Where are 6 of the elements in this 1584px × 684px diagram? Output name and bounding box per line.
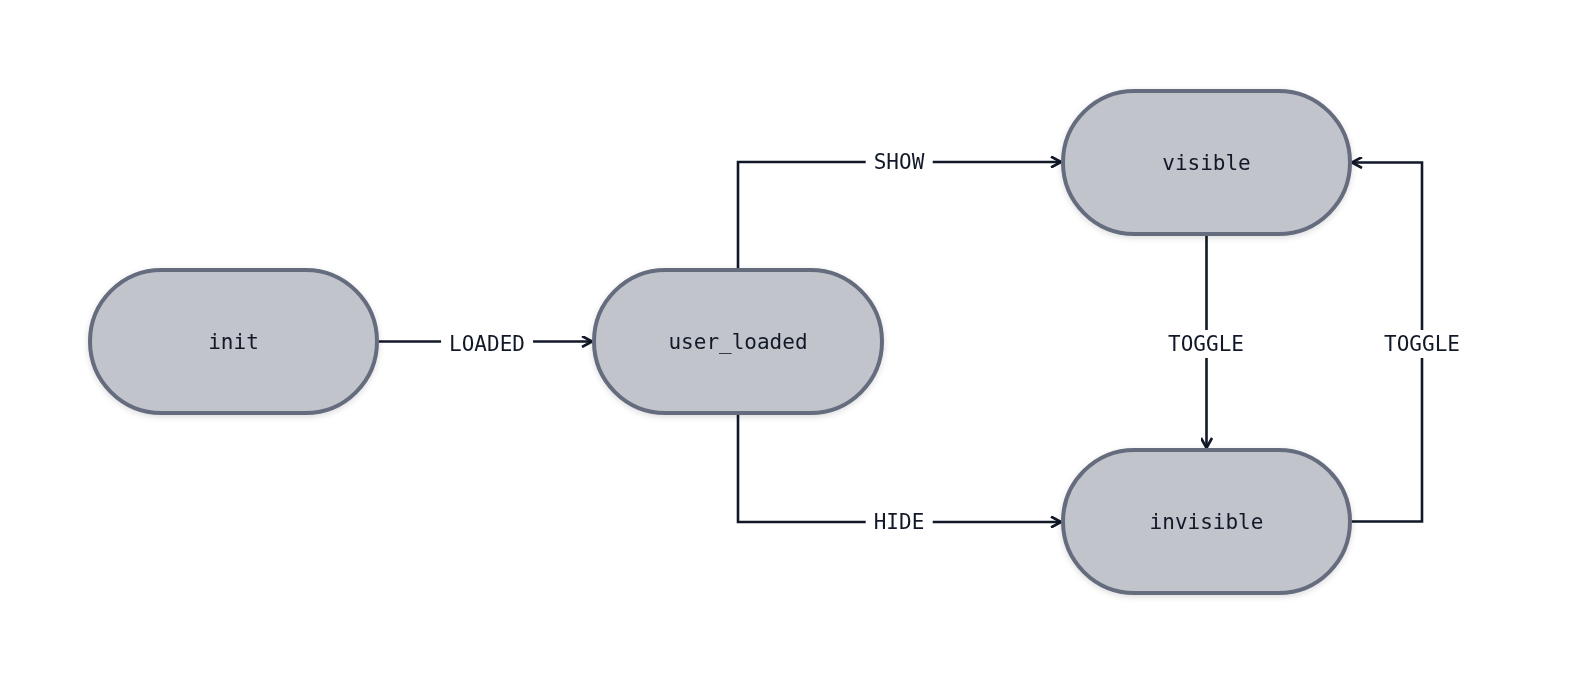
state-name: user_loaded — [668, 329, 808, 354]
state-name: init — [208, 329, 259, 354]
state-name: visible — [1162, 150, 1251, 175]
state-name: invisible — [1149, 509, 1264, 534]
arrow — [1199, 236, 1214, 450]
arrow — [1350, 155, 1424, 523]
